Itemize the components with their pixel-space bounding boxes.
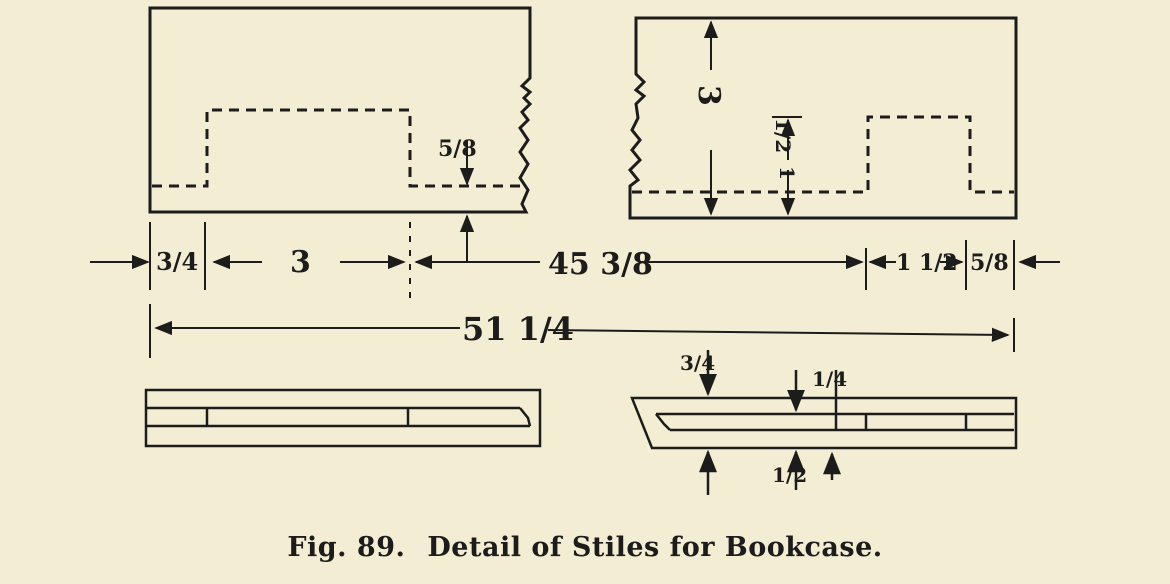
- upper-right-groove: [632, 115, 1014, 194]
- dim-lower-1-2: 1/2: [772, 463, 807, 487]
- dim-span-3: 3: [290, 245, 311, 280]
- dim-span-45: 45 3/8: [548, 247, 653, 282]
- upper-left-stile: [148, 6, 533, 214]
- upper-left-groove: [152, 108, 520, 188]
- dim-span-1half: 1 1/2: [896, 250, 958, 276]
- dim-overall: 51 1/4: [462, 310, 574, 348]
- dimension-row-1: [90, 214, 1060, 305]
- dim-upper-right-height: 3: [691, 85, 726, 106]
- dimension-row-2: [149, 304, 1015, 358]
- lower-left-section: [144, 388, 542, 448]
- dim-upper-right-notch: 1/2: [771, 118, 795, 153]
- lower-right-section: [630, 350, 1018, 495]
- dim-left-margin: 3/4: [156, 247, 198, 276]
- dim-lower-1-4: 1/4: [812, 367, 847, 391]
- dim-lower-3-4: 3/4: [680, 351, 715, 375]
- figure-title: Detail of Stiles for Bookcase.: [427, 532, 883, 563]
- figure-caption: Fig. 89. Detail of Stiles for Bookcase.: [0, 532, 1170, 563]
- upper-right-stile: [627, 16, 1018, 220]
- dim-upper-right-small: 1: [775, 166, 799, 180]
- dim-right-margin: 5/8: [970, 250, 1009, 276]
- dim-upper-left-notch: 5/8: [438, 136, 477, 162]
- figure-number: Fig. 89.: [287, 532, 406, 563]
